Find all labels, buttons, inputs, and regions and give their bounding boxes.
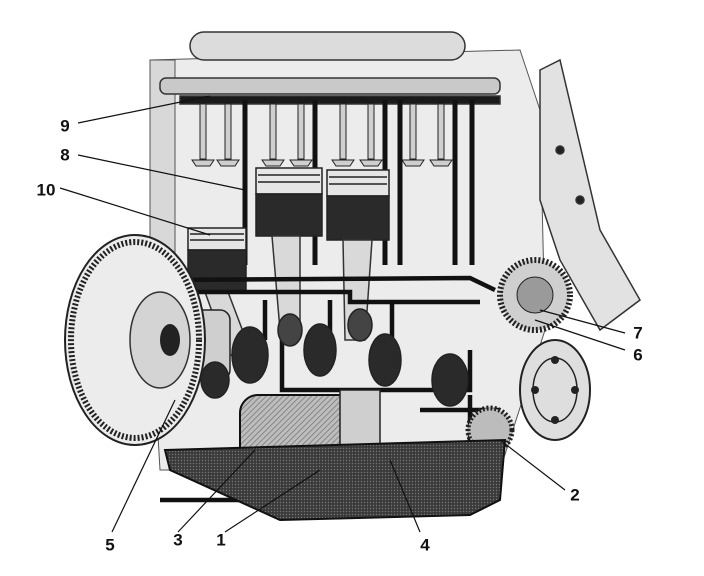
callout-4: 4 [420,535,430,555]
timing-gear-upper [497,257,573,333]
callout-10: 10 [36,180,56,200]
fan-bracket [539,58,641,332]
piston-center-left [255,167,323,237]
crank-pulley [519,339,591,441]
rocker-shaft [159,31,501,105]
callout-1: 1 [216,530,226,550]
oil-sump [163,438,507,522]
callout-8: 8 [60,145,70,165]
piston-left [187,227,247,293]
piston-center-right [326,169,390,241]
callout-2: 2 [570,485,580,505]
leader-lines [59,95,626,533]
callout-6: 6 [633,345,643,365]
flywheel [64,234,206,446]
callout-7: 7 [633,323,643,343]
callout-3: 3 [173,530,183,550]
valves [191,103,453,167]
callout-5: 5 [105,535,115,555]
callout-9: 9 [60,116,70,136]
